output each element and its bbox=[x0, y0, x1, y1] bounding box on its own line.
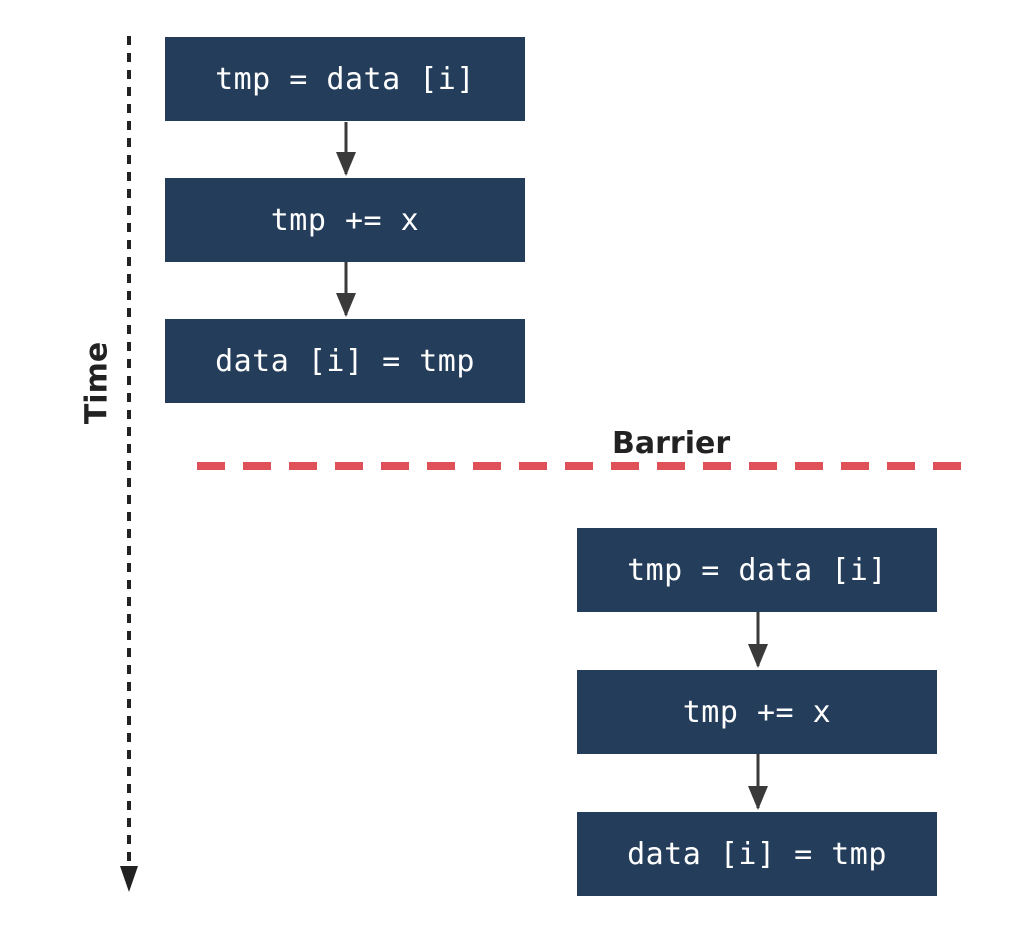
thread-b-step-3: data [i] = tmp bbox=[577, 812, 937, 896]
thread-a-step-3: data [i] = tmp bbox=[165, 319, 525, 403]
barrier-label: Barrier bbox=[612, 426, 731, 461]
thread-a-step-1: tmp = data [i] bbox=[165, 37, 525, 121]
time-axis-label: Time bbox=[79, 341, 115, 425]
thread-a-step-2: tmp += x bbox=[165, 178, 525, 262]
thread-b-arrowhead-2 bbox=[748, 786, 768, 810]
thread-b-arrowhead-1 bbox=[748, 644, 768, 668]
thread-b-step-1: tmp = data [i] bbox=[577, 528, 937, 612]
thread-a-step-3-label: data [i] = tmp bbox=[215, 343, 475, 379]
thread-a-step-1-label: tmp = data [i] bbox=[215, 61, 475, 97]
thread-a-step-2-label: tmp += x bbox=[270, 202, 420, 238]
thread-b-step-3-label: data [i] = tmp bbox=[627, 836, 887, 872]
thread-b-step-2-label: tmp += x bbox=[682, 694, 832, 730]
thread-b-step-1-label: tmp = data [i] bbox=[627, 552, 887, 588]
thread-a-arrowhead-1 bbox=[336, 152, 356, 176]
thread-b-step-2: tmp += x bbox=[577, 670, 937, 754]
thread-a-arrowhead-2 bbox=[336, 293, 356, 317]
time-axis-arrowhead bbox=[120, 866, 138, 892]
